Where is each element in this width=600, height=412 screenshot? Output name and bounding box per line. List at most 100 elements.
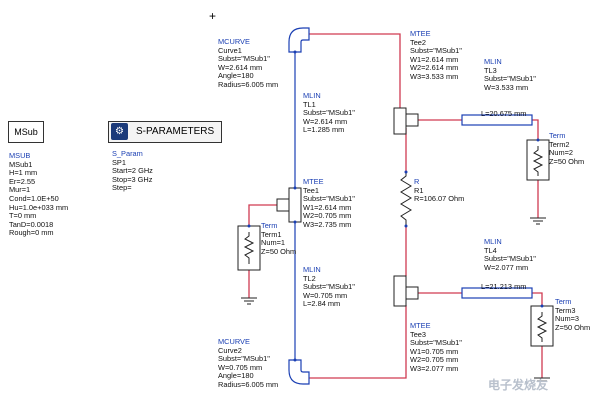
- msub-param-line: Mur=1: [9, 185, 31, 195]
- curve2-param-line: W=0.705 mm: [218, 362, 263, 372]
- ground-term3-icon: [534, 377, 550, 385]
- tee3-param-line: W2=0.705 mm: [410, 355, 459, 365]
- tl1-param-line: W=2.614 mm: [303, 116, 348, 126]
- ground-term2-icon: [530, 217, 546, 225]
- tl1-param-line: L=1.285 mm: [303, 125, 345, 135]
- tl3-param-line: TL3: [484, 65, 497, 75]
- curve1-param-line: W=2.614 mm: [218, 62, 263, 72]
- tl4-symbol[interactable]: [461, 287, 533, 299]
- ground-term1-icon: [241, 297, 257, 305]
- tl4-params[interactable]: MLIN TL4 Subst="MSub1" W=2.077 mm: [484, 237, 536, 272]
- tee1-param-line: W2=0.705 mm: [303, 211, 352, 221]
- curve2-params[interactable]: MCURVE Curve2 Subst="MSub1" W=0.705 mm A…: [218, 337, 279, 390]
- sparam-params[interactable]: S_Param SP1 Start=2 GHz Stop=3 GHz Step=: [112, 149, 153, 193]
- msub-param-line: Hu=1.0e+033 mm: [9, 202, 69, 212]
- tee3-param-line: Subst="MSub1": [410, 338, 462, 348]
- wire-curve1-to-tee2: [309, 33, 401, 108]
- curve2-param-line: Curve2: [218, 345, 242, 355]
- term2-param-line: Z=50 Ohm: [549, 156, 585, 166]
- term1-param-line: Term: [261, 221, 278, 230]
- tee2-symbol[interactable]: [393, 107, 419, 135]
- tee1-param-line: Tee1: [303, 185, 320, 195]
- tl3-length[interactable]: L=20.675 mm: [481, 109, 526, 119]
- tee3-param-line: Tee3: [410, 329, 427, 339]
- r1-symbol[interactable]: [400, 172, 412, 226]
- msub-param-line: H=1 mm: [9, 168, 38, 178]
- tl2-param-line: L=2.84 mm: [303, 299, 341, 309]
- msub-param-line: T=0 mm: [9, 211, 37, 221]
- term3-params[interactable]: Term Term3 Num=3 Z=50 Ohm: [555, 297, 591, 332]
- tl3-param-line: MLIN: [484, 57, 502, 66]
- watermark: 电子发烧友: [488, 378, 549, 392]
- tl3-params[interactable]: MLIN TL3 Subst="MSub1" W=3.533 mm: [484, 57, 536, 92]
- cursor-crosshair-icon: +: [209, 9, 217, 23]
- tee3-symbol[interactable]: [393, 275, 419, 307]
- tee2-param-line: Tee2: [410, 37, 427, 47]
- msub-params[interactable]: MSUB MSub1 H=1 mm Er=2.55 Mur=1 Cond=1.0…: [9, 151, 69, 238]
- tl2-params[interactable]: MLIN TL2 Subst="MSub1" W=0.705 mm L=2.84…: [303, 265, 355, 309]
- tee3-param-line: W3=2.077 mm: [410, 363, 459, 373]
- tee1-param-line: MTEE: [303, 177, 324, 186]
- term3-param-line: Term: [555, 297, 572, 306]
- term2-param-line: Term: [549, 131, 566, 140]
- r1-param-line: R: [414, 177, 420, 186]
- msub-box-label: MSub: [14, 127, 38, 137]
- tl1-param-line: TL1: [303, 99, 316, 109]
- term2-params[interactable]: Term Term2 Num=2 Z=50 Ohm: [549, 131, 585, 166]
- curve1-symbol[interactable]: [288, 27, 310, 53]
- term3-param-line: Num=3: [555, 314, 580, 324]
- term2-symbol[interactable]: [526, 139, 550, 181]
- tee1-params[interactable]: MTEE Tee1 Subst="MSub1" W1=2.614 mm W2=0…: [303, 177, 355, 230]
- msub-param-line: MSUB: [9, 151, 31, 160]
- r1-params[interactable]: R R1 R=106.07 Ohm: [414, 177, 465, 204]
- curve2-param-line: Radius=6.005 mm: [218, 379, 279, 389]
- r1-param-line: R1: [414, 185, 424, 195]
- curve2-symbol[interactable]: [288, 359, 310, 385]
- wire-tee1-to-term1: [248, 204, 277, 226]
- curve2-param-line: Subst="MSub1": [218, 354, 270, 364]
- term2-param-line: Term2: [549, 139, 570, 149]
- term3-param-line: Z=50 Ohm: [555, 322, 591, 332]
- term1-params[interactable]: Term Term1 Num=1 Z=50 Ohm: [261, 221, 296, 256]
- curve1-params[interactable]: MCURVE Curve1 Subst="MSub1" W=2.614 mm A…: [218, 37, 278, 90]
- msub-param-line: Cond=1.0E+50: [9, 193, 59, 203]
- tl2-param-line: TL2: [303, 273, 316, 283]
- msub-component-box[interactable]: MSub: [8, 121, 44, 143]
- sparam-param-line: Stop=3 GHz: [112, 174, 153, 184]
- tee2-param-line: Subst="MSub1": [410, 46, 462, 56]
- sparam-param-line: Start=2 GHz: [112, 166, 153, 176]
- tee1-param-line: W1=2.614 mm: [303, 202, 352, 212]
- msub-param-line: MSub1: [9, 159, 33, 169]
- tee3-param-line: MTEE: [410, 321, 431, 330]
- curve2-param-line: Angle=180: [218, 371, 254, 381]
- tl1-param-line: MLIN: [303, 91, 321, 100]
- curve2-param-line: MCURVE: [218, 337, 250, 346]
- sparam-component-box[interactable]: ⚙ S-PARAMETERS: [108, 121, 222, 143]
- tl1-params[interactable]: MLIN TL1 Subst="MSub1" W=2.614 mm L=1.28…: [303, 91, 355, 135]
- tl4-param-line: TL4: [484, 245, 497, 255]
- tl3-param-line: Subst="MSub1": [484, 74, 536, 84]
- tee2-param-line: W2=2.614 mm: [410, 63, 459, 73]
- tee1-symbol[interactable]: [276, 187, 302, 223]
- tee2-params[interactable]: MTEE Tee2 Subst="MSub1" W1=2.614 mm W2=2…: [410, 29, 462, 82]
- tee1-param-line: Subst="MSub1": [303, 194, 355, 204]
- tl4-length[interactable]: L=21.213 mm: [481, 282, 526, 292]
- term1-param-line: Num=1: [261, 238, 286, 248]
- term3-param-line: Term3: [555, 305, 576, 315]
- curve1-param-line: Angle=180: [218, 71, 254, 81]
- tl1-param-line: Subst="MSub1": [303, 108, 355, 118]
- term3-symbol[interactable]: [530, 305, 554, 347]
- tl3-param-line: W=3.533 mm: [484, 82, 529, 92]
- tee2-param-line: W1=2.614 mm: [410, 54, 459, 64]
- term1-symbol[interactable]: [237, 225, 261, 271]
- sparam-param-line: Step=: [112, 183, 132, 193]
- r1-param-line: R=106.07 Ohm: [414, 194, 465, 204]
- tl3-symbol[interactable]: [461, 114, 533, 126]
- tee2-param-line: W3=3.533 mm: [410, 71, 459, 81]
- sparam-box-label: S-PARAMETERS: [136, 126, 215, 137]
- curve1-param-line: Subst="MSub1": [218, 54, 270, 64]
- tee3-params[interactable]: MTEE Tee3 Subst="MSub1" W1=0.705 mm W2=0…: [410, 321, 462, 374]
- term2-param-line: Num=2: [549, 148, 574, 158]
- curve1-param-line: Curve1: [218, 45, 242, 55]
